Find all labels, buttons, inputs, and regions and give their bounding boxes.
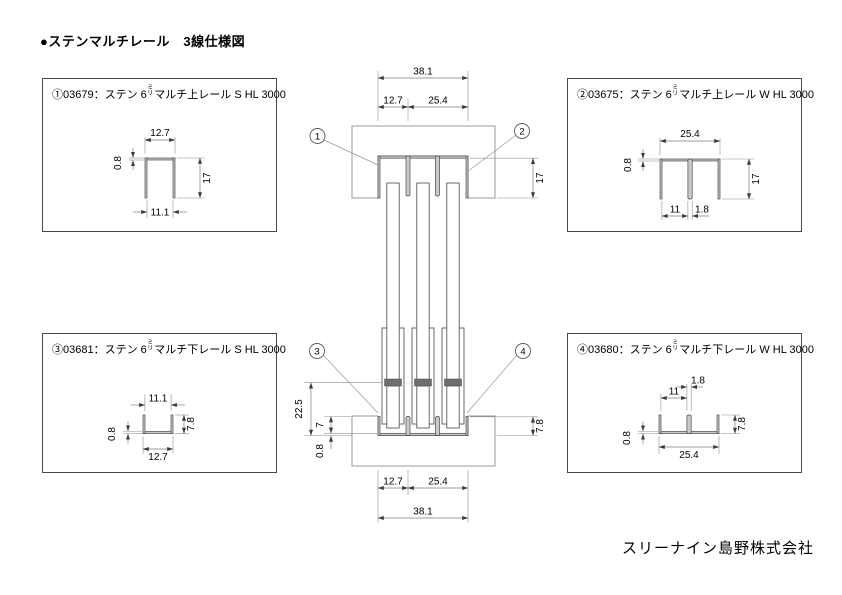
dim-label: 25.4 [679, 450, 699, 461]
dim-label: 0.8 [623, 158, 634, 172]
sliding-doors [381, 182, 465, 429]
profile-drawing-top-rail-s: 12.7 0.8 17 11.1 [113, 128, 213, 219]
dim-label: 17 [751, 173, 762, 185]
callout-2: 2 [466, 123, 530, 173]
callout-3: 3 [309, 343, 379, 414]
dim-label: 17 [202, 172, 213, 184]
dimensions: 11.1 7.8 0.8 12.7 [107, 394, 197, 464]
miri-unit: ミリ [672, 340, 679, 352]
assembly-drawing: 38.1 12.7 25.4 17 1 2 [294, 67, 546, 523]
dimensions: 12.7 0.8 17 11.1 [113, 128, 213, 219]
dim-label: 11 [669, 387, 680, 398]
miri-unit: ミリ [672, 85, 679, 97]
dim-label: 11 [670, 205, 681, 216]
dim-label: 12.7 [150, 128, 170, 139]
dim-label: 0.8 [315, 444, 326, 458]
profile-drawing-bottom-rail-s: 11.1 7.8 0.8 12.7 [107, 394, 197, 464]
rail-profile [142, 414, 174, 434]
bottom-rail-profiles [377, 416, 469, 436]
dim-label: 0.8 [113, 156, 124, 170]
assembly-left-dimensions: 22.5 7 0.8 [294, 382, 382, 458]
top-height-dimension: 17 [470, 157, 546, 199]
miri-unit: ミリ [147, 85, 154, 97]
dim-label: 7.8 [186, 417, 197, 431]
company-name: スリーナイン島野株式会社 [622, 540, 815, 557]
dim-label: 1.8 [691, 376, 705, 387]
dim-label: 38.1 [413, 507, 433, 518]
dim-label: 25.4 [428, 96, 448, 107]
dim-label: 11.1 [151, 208, 170, 219]
assembly-right-dimensions: 7.8 [470, 416, 546, 436]
dim-label: 12.7 [383, 477, 403, 488]
dim-label: 38.1 [413, 67, 433, 78]
miri-unit: ミリ [147, 340, 154, 352]
dim-label: 1.8 [695, 205, 709, 216]
rail-profile [659, 158, 721, 200]
callout-1: 1 [309, 128, 379, 166]
dim-label: 12.7 [148, 452, 168, 463]
dim-label: 7.8 [737, 417, 748, 431]
dim-label: 7 [315, 422, 326, 428]
dim-label: 7.8 [535, 419, 546, 433]
callout-number: 4 [520, 347, 525, 358]
dim-label: 11.1 [149, 394, 168, 405]
dim-label: 12.7 [383, 96, 403, 107]
dimensions: 11 1.8 7.8 0.8 25.4 [622, 376, 748, 462]
dim-label: 25.4 [428, 477, 448, 488]
dim-label: 0.8 [622, 431, 633, 445]
profile-drawing-top-rail-w: 25.4 0.8 17 11 1.8 [623, 129, 762, 220]
rail-profile [658, 414, 720, 434]
dim-label: 17 [535, 172, 546, 184]
dim-label: 0.8 [107, 427, 118, 441]
dim-label: 25.4 [680, 129, 700, 140]
dimensions: 25.4 0.8 17 11 1.8 [623, 129, 762, 220]
dim-label: 22.5 [294, 399, 305, 419]
callout-number: 1 [315, 132, 320, 143]
profile-drawing-bottom-rail-w: 11 1.8 7.8 0.8 25.4 [622, 376, 748, 462]
callout-number: 2 [519, 127, 524, 138]
assembly-bottom-dimensions: 12.7 25.4 38.1 [377, 470, 469, 523]
callout-number: 3 [314, 347, 319, 358]
assembly-top-dimensions: 38.1 12.7 25.4 [377, 67, 469, 121]
rail-profile [144, 157, 176, 199]
page-title: ●ステンマルチレール 3線仕様図 [40, 34, 246, 49]
top-rail-profiles [377, 155, 469, 199]
callout-4: 4 [466, 343, 531, 414]
